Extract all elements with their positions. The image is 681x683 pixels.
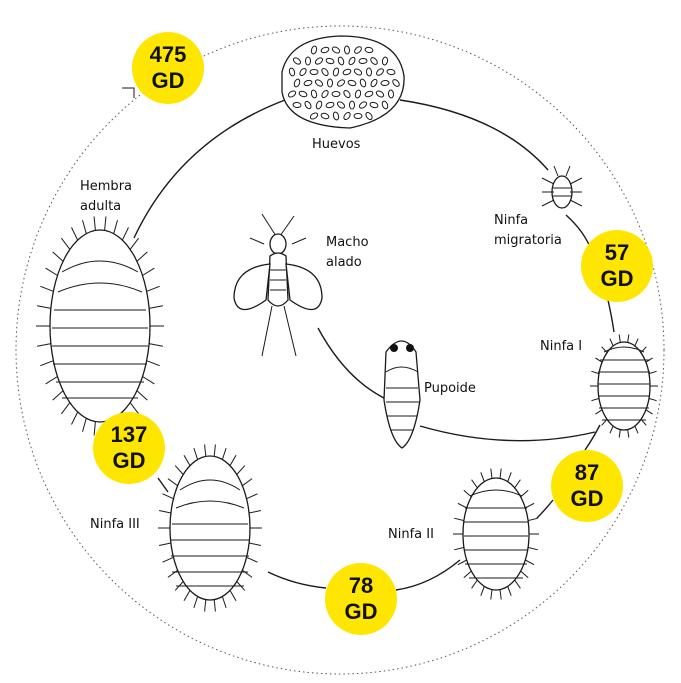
nymph-3-illustration xyxy=(158,445,262,612)
badge-unit: GD xyxy=(113,448,146,473)
cycle-arc-137-to-nymph3 xyxy=(158,478,168,492)
label-winged-male-1: Macho xyxy=(326,235,369,250)
label-adult-female-1: Hembra xyxy=(80,179,132,194)
badge-87-gd: 87 GD xyxy=(551,450,623,522)
badge-value: 475 xyxy=(150,42,187,67)
migratory-nymph-illustration xyxy=(542,166,582,208)
label-nymph-1: Ninfa I xyxy=(540,339,582,354)
badge-value: 78 xyxy=(349,573,373,598)
badge-value: 57 xyxy=(605,240,629,265)
cycle-arc-87-to-nymph2 xyxy=(537,500,553,518)
badge-unit: GD xyxy=(601,266,634,291)
winged-male-illustration xyxy=(234,214,322,356)
cycle-arrow-icon xyxy=(122,88,134,98)
label-migratory-nymph-2: migratoria xyxy=(494,233,562,248)
cycle-arc-57-to-nymph1 xyxy=(608,300,614,332)
label-nymph-2: Ninfa II xyxy=(388,527,434,542)
badge-475-gd: 475 GD xyxy=(132,32,204,104)
cycle-arc-nymph1-to-pupoid xyxy=(420,426,595,441)
adult-female-illustration xyxy=(36,217,164,436)
cycle-arc-nymph2-to-78 xyxy=(396,560,460,590)
label-pupoid: Pupoide xyxy=(424,381,476,396)
label-adult-female-2: adulta xyxy=(80,199,121,214)
cycle-arc-nymph1-to-87 xyxy=(585,425,600,450)
badge-unit: GD xyxy=(345,599,378,624)
badge-unit: GD xyxy=(152,68,185,93)
label-eggs: Huevos xyxy=(312,137,361,152)
pupoid-illustration xyxy=(384,341,420,448)
label-migratory-nymph-1: Ninfa xyxy=(494,213,528,228)
nymph-1-illustration xyxy=(590,335,658,438)
cycle-arc-adult-to-eggs xyxy=(134,100,285,238)
badge-137-gd: 137 GD xyxy=(93,412,165,484)
badge-value: 137 xyxy=(111,422,148,447)
badge-value: 87 xyxy=(575,460,599,485)
eggs-illustration xyxy=(282,36,404,128)
nymph-2-illustration xyxy=(453,469,539,600)
label-nymph-3: Ninfa III xyxy=(90,517,140,532)
cycle-arc-78-to-nymph3 xyxy=(268,572,326,588)
cycle-arc-pupoid-to-male xyxy=(318,328,384,398)
label-winged-male-2: alado xyxy=(326,255,362,270)
badge-57-gd: 57 GD xyxy=(581,230,653,302)
badge-78-gd: 78 GD xyxy=(325,563,397,635)
badge-unit: GD xyxy=(571,486,604,511)
cycle-arc-eggs-to-migratory xyxy=(400,100,548,170)
